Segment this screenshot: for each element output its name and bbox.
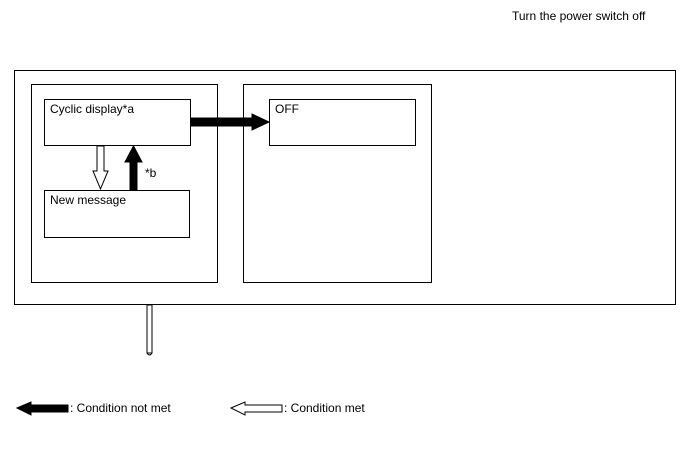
hollow-arrow-down <box>92 145 109 191</box>
solid-arrow-up <box>124 144 143 191</box>
power-switch-instruction: Turn the power switch off <box>512 9 646 23</box>
legend-condition-met: : Condition met <box>284 401 365 415</box>
new-message-box: New message <box>44 190 190 238</box>
cyclic-display-box: Cyclic display*a <box>44 99 191 146</box>
legend-solid-arrow-icon <box>15 401 69 416</box>
solid-arrow-right <box>190 113 271 131</box>
legend-hollow-arrow-icon <box>229 401 283 416</box>
hollow-continuation-line <box>146 304 153 356</box>
new-message-label: New message <box>50 193 127 207</box>
off-box: OFF <box>269 99 416 146</box>
transition-note-b: *b <box>145 166 157 180</box>
off-label: OFF <box>275 102 299 116</box>
legend-condition-not-met: : Condition not met <box>70 401 171 415</box>
cyclic-display-label: Cyclic display*a <box>50 102 135 116</box>
